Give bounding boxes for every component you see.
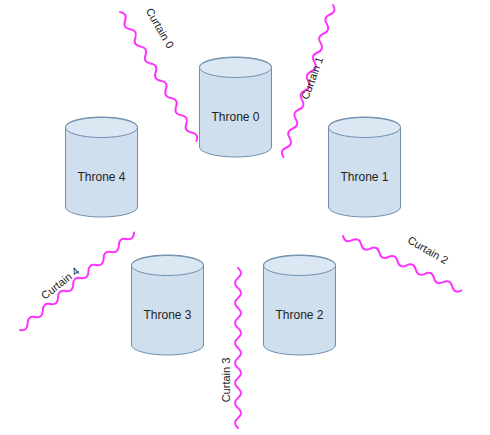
cylinder-top bbox=[132, 256, 204, 276]
cylinder-body bbox=[329, 117, 401, 217]
curtain-line bbox=[282, 5, 335, 157]
curtain-label: Curtain 0 bbox=[144, 6, 177, 51]
cylinder-top bbox=[329, 118, 401, 138]
node-label: Throne 1 bbox=[340, 170, 388, 184]
node-label: Throne 0 bbox=[211, 110, 259, 124]
cylinder-top bbox=[66, 118, 138, 138]
node-label: Throne 2 bbox=[275, 308, 323, 322]
node-text-area: Throne 4 bbox=[65, 117, 138, 217]
node-label: Throne 3 bbox=[143, 308, 191, 322]
cylinder-outline bbox=[199, 57, 272, 157]
cylinder-body bbox=[200, 57, 272, 157]
cylinder-body bbox=[132, 255, 204, 355]
throne-cylinder: Throne 1 bbox=[328, 117, 401, 217]
cylinder-outline bbox=[263, 255, 336, 355]
curtain-label: Curtain 2 bbox=[406, 234, 451, 267]
node-text-area: Throne 0 bbox=[199, 57, 272, 157]
throne-cylinder: Throne 2 bbox=[263, 255, 336, 355]
node-text-area: Throne 1 bbox=[328, 117, 401, 217]
throne-cylinder: Throne 4 bbox=[65, 117, 138, 217]
curtain-line bbox=[20, 233, 134, 331]
curtain-label: Curtain 3 bbox=[220, 358, 232, 403]
cylinder-top bbox=[264, 256, 336, 276]
curtain-label: Curtain 4 bbox=[39, 265, 82, 302]
node-text-area: Throne 3 bbox=[131, 255, 204, 355]
throne-cylinder: Throne 0 bbox=[199, 57, 272, 157]
curtain-line bbox=[235, 268, 241, 428]
cylinder-top bbox=[200, 58, 272, 78]
throne-cylinder: Throne 3 bbox=[131, 255, 204, 355]
node-label: Throne 4 bbox=[77, 170, 125, 184]
cylinder-outline bbox=[131, 255, 204, 355]
cylinder-outline bbox=[328, 117, 401, 217]
curtain-label: Curtain 1 bbox=[299, 55, 326, 101]
cylinder-outline bbox=[65, 117, 138, 217]
cylinder-body bbox=[66, 117, 138, 217]
node-text-area: Throne 2 bbox=[263, 255, 336, 355]
cylinder-body bbox=[264, 255, 336, 355]
